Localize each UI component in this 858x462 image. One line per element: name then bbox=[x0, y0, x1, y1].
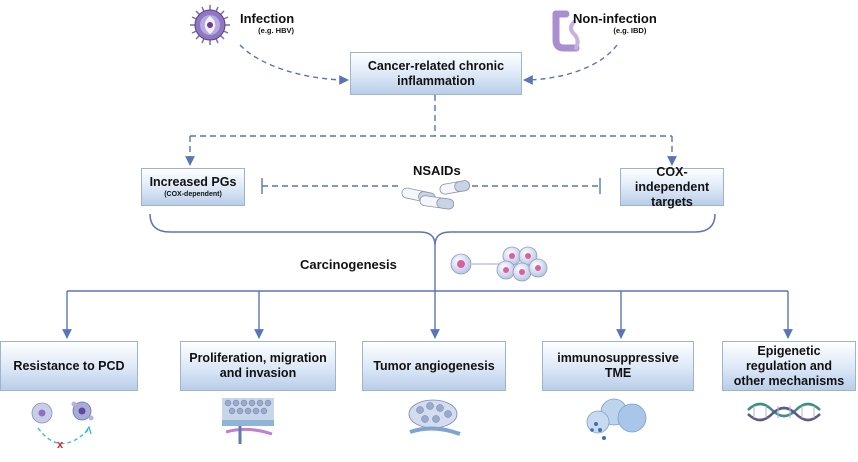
inflammation-text: Cancer-related chronic inflammation bbox=[367, 58, 505, 88]
cell-death-icon: x bbox=[31, 401, 94, 451]
box-epigenetic: Epigenetic regulation and other mechanis… bbox=[722, 341, 856, 391]
immune-cells-icon bbox=[586, 398, 647, 440]
dna-helix-icon bbox=[747, 402, 821, 422]
tumor-cells-icon bbox=[450, 246, 548, 282]
infection-example: (e.g. HBV) bbox=[258, 26, 294, 35]
box-epigenetic-label: Epigenetic regulation and other mechanis… bbox=[733, 343, 845, 388]
box-angiogenesis: Tumor angiogenesis bbox=[362, 341, 506, 391]
pgs-sub: (COX-dependent) bbox=[164, 191, 222, 198]
box-immunosuppressive: immunosuppressive TME bbox=[542, 341, 694, 391]
pgs-box: Increased PGs (COX-dependent) bbox=[141, 168, 245, 206]
non-infection-label: Non-infection (e.g. IBD) bbox=[573, 11, 657, 35]
virus-icon bbox=[190, 5, 230, 45]
box-immunosuppressive-label: immunosuppressive TME bbox=[557, 351, 679, 380]
box-angiogenesis-label: Tumor angiogenesis bbox=[373, 358, 495, 373]
nsaids-label: NSAIDs bbox=[413, 163, 461, 178]
intestine-icon bbox=[552, 10, 580, 52]
branch-connector bbox=[185, 95, 677, 166]
tree-connector bbox=[62, 245, 793, 339]
arrow-infection bbox=[239, 44, 349, 85]
cox-independent-box: COX-independent targets bbox=[620, 165, 724, 209]
pgs-label: Increased PGs bbox=[149, 175, 237, 189]
brace bbox=[149, 213, 716, 246]
infection-title: Infection bbox=[240, 11, 295, 26]
box-resistance-pcd: Resistance to PCD bbox=[0, 341, 138, 391]
box-proliferation-label: Proliferation, migration and invasion bbox=[189, 351, 327, 380]
capsule-icon bbox=[401, 180, 471, 210]
non-infection-title: Non-infection bbox=[573, 11, 657, 26]
cox-independent-label: COX-independent targets bbox=[634, 164, 710, 209]
infection-label: Infection (e.g. HBV) bbox=[240, 11, 294, 35]
non-infection-example: (e.g. IBD) bbox=[613, 26, 647, 35]
tumor-vessel-icon bbox=[408, 399, 461, 436]
arrow-non-infection bbox=[523, 44, 618, 85]
box-resistance-pcd-label: Resistance to PCD bbox=[13, 358, 125, 373]
inflammation-box: Cancer-related chronic inflammation bbox=[350, 52, 522, 95]
tissue-invasion-icon bbox=[222, 398, 274, 444]
inhibition-lines bbox=[261, 178, 601, 194]
svg-text:x: x bbox=[57, 439, 64, 451]
carcinogenesis-label: Carcinogenesis bbox=[300, 257, 397, 272]
box-proliferation: Proliferation, migration and invasion bbox=[180, 341, 336, 391]
